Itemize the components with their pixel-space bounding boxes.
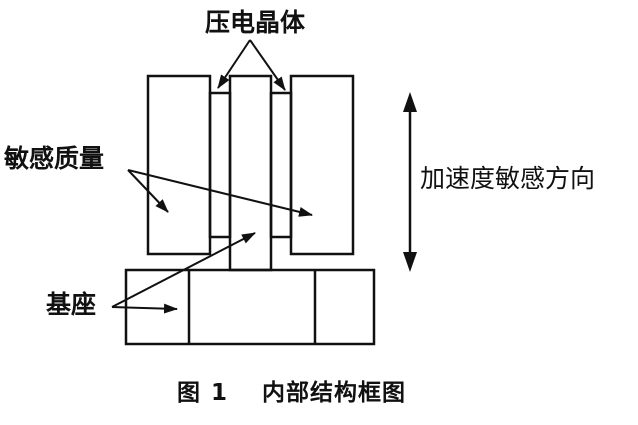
piezo-crystal-label: 压电晶体 bbox=[205, 8, 306, 37]
crystal-arrow-right bbox=[249, 39, 286, 91]
acceleration-direction-arrow bbox=[403, 92, 417, 272]
left-sensitive-mass bbox=[146, 74, 212, 256]
right-piezo-crystal bbox=[269, 91, 293, 239]
base-arrow-upper bbox=[111, 232, 256, 308]
central-post bbox=[228, 74, 273, 272]
caption-number: 1 bbox=[211, 380, 229, 406]
base-label: 基座 bbox=[46, 290, 97, 319]
mass-arrow-left bbox=[127, 169, 169, 213]
acceleration-direction-label: 加速度敏感方向 bbox=[420, 164, 596, 193]
base-arrow-lower bbox=[111, 303, 178, 314]
left-piezo-crystal bbox=[208, 91, 232, 239]
right-sensitive-mass bbox=[289, 74, 355, 256]
mass-arrow-right bbox=[127, 169, 313, 217]
crystal-arrow-left bbox=[217, 39, 251, 89]
sensitive-mass-label: 敏感质量 bbox=[4, 144, 105, 173]
caption-title: 内部结构框图 bbox=[262, 380, 407, 406]
caption-figure: 图 bbox=[177, 380, 201, 406]
